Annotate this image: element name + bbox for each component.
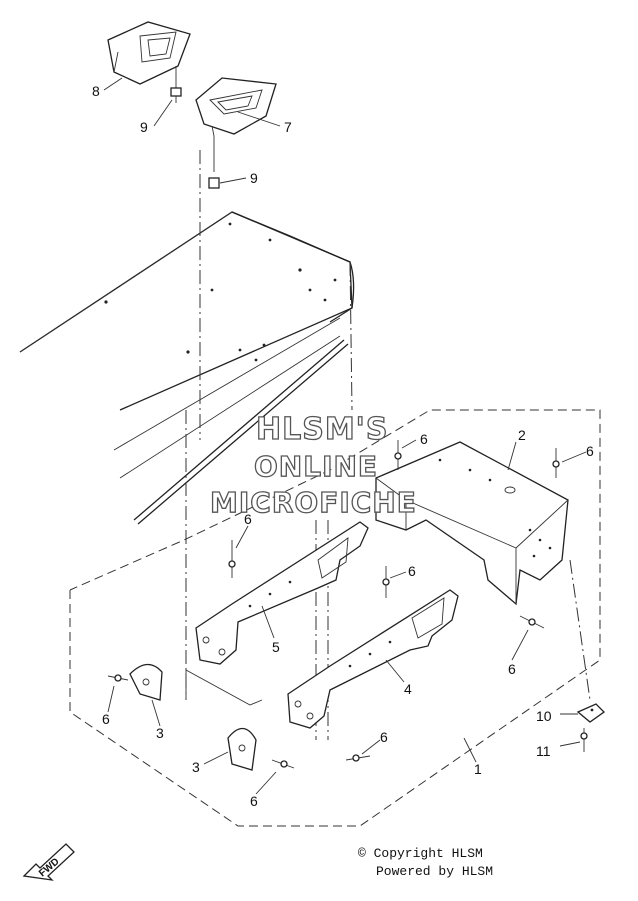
fwd-arrow-icon: FWD [22, 836, 78, 891]
callout-6-f: 6 [102, 711, 110, 727]
part-9-bolt-top [170, 66, 182, 103]
watermark-line-2: ONLINE [253, 449, 379, 483]
part-9-bolt-mid [208, 136, 220, 189]
callout-6-g: 6 [380, 729, 388, 745]
watermark-line-1: HLSM'S [255, 411, 389, 447]
callout-8: 8 [92, 83, 100, 99]
callout-1: 1 [474, 761, 482, 777]
callout-3-b: 3 [192, 759, 200, 775]
part-8-cover [107, 21, 191, 85]
callout-2: 2 [518, 427, 526, 443]
callout-6-e: 6 [508, 661, 516, 677]
part-3-plate-lower [227, 727, 257, 771]
leader-lines [103, 77, 587, 795]
callout-11: 11 [536, 743, 551, 759]
callout-6-b: 6 [586, 443, 594, 459]
copyright-line-1: © Copyright HLSM [358, 846, 483, 861]
part-7-cover [195, 77, 277, 137]
callout-9-top: 9 [140, 119, 148, 135]
copyright-line-2: Powered by HLSM [376, 864, 494, 879]
callout-7: 7 [284, 119, 292, 135]
callout-9-mid: 9 [250, 170, 258, 186]
callout-5: 5 [272, 639, 280, 655]
part-11-rivet [580, 728, 588, 752]
callout-6-d: 6 [408, 563, 416, 579]
callout-numbers: 8 9 7 9 2 6 6 6 6 5 6 4 6 3 10 6 3 1 11 … [92, 83, 594, 809]
part-10-plate [576, 703, 606, 723]
callout-6-a: 6 [420, 431, 428, 447]
part-4-rail [287, 589, 459, 729]
callout-3-a: 3 [156, 725, 164, 741]
part-3-plate-upper [129, 663, 163, 701]
part-6-rivets [107, 440, 560, 769]
callout-4: 4 [404, 681, 412, 697]
part-5-rail [195, 521, 369, 665]
part-2-bracket [375, 441, 569, 606]
callout-6-c: 6 [244, 511, 252, 527]
callout-6-h: 6 [250, 793, 258, 809]
callout-10: 10 [536, 708, 552, 724]
watermark-line-3: MICROFICHE [209, 485, 417, 519]
